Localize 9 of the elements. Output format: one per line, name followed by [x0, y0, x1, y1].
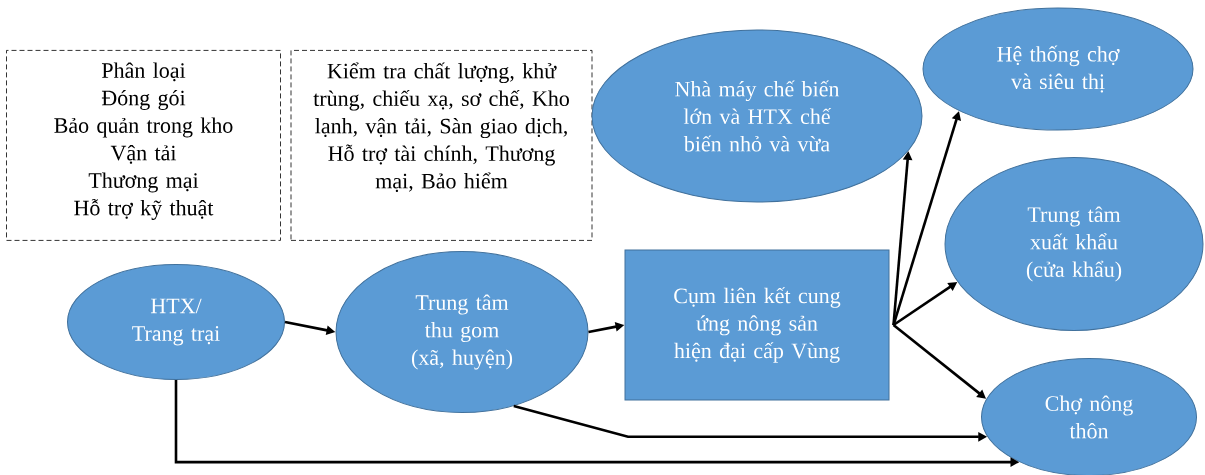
ellipse-node: Hệ thống chợ và siêu thị [922, 7, 1194, 131]
note-box: Kiểm tra chất lượng, khử trùng, chiếu xạ, sơ chế, Kho lạnh, vận tải, Sàn giao dịch, Hỗ trợ tài chính, Thương mại, Bảo hiểm [290, 50, 593, 241]
ellipse-node: Nhà máy chế biến lớn và HTX chế biến nhỏ và vừa [591, 29, 923, 203]
ellipse-node: Trung tâm thu gom (xã, huyện) [335, 251, 589, 413]
note-box: Phân loại Đóng gói Bảo quản trong kho Vận tải Thương mại Hỗ trợ kỹ thuật [6, 50, 281, 241]
process-box: Cụm liên kết cung ứng nông sản hiện đại cấp Vùng [624, 249, 890, 401]
ellipse-node: Trung tâm xuất khẩu (cửa khẩu) [944, 157, 1204, 331]
ellipse-node: Chợ nông thôn [981, 358, 1197, 475]
ellipse-node: HTX/ Trang trại [67, 264, 285, 380]
